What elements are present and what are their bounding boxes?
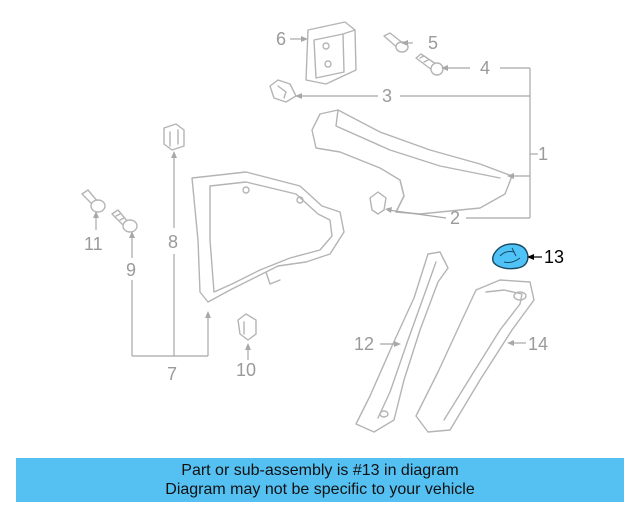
banner-line-2: Diagram may not be specific to your vehi…: [165, 481, 475, 498]
callout-2: 2: [450, 208, 460, 228]
banner-line-1: Part or sub-assembly is #13 in diagram: [181, 462, 459, 479]
callout-14: 14: [528, 334, 548, 354]
part-2-clip: [369, 191, 387, 215]
part-1-trim-panel: [311, 109, 513, 215]
part-10-clip: [237, 313, 257, 341]
callout-9: 9: [126, 260, 136, 280]
part-8-nut-clip: [163, 123, 185, 151]
parts-diagram: 6 5 4 3 1 2 8 11 9 7 10 12 14 13: [81, 21, 564, 433]
callout-4: 4: [480, 58, 490, 78]
callout-labels: 6 5 4 3 1 2 8 11 9 7 10 12 14 13: [84, 29, 564, 384]
callout-6: 6: [276, 29, 286, 49]
part-9-bolt: [111, 209, 138, 233]
callout-3: 3: [382, 86, 392, 106]
part-7-quarter-trim: [191, 171, 345, 303]
part-6-bracket: [305, 21, 357, 85]
callout-12: 12: [354, 334, 374, 354]
callout-1: 1: [538, 144, 548, 164]
info-banner: Part or sub-assembly is #13 in diagram D…: [16, 458, 624, 502]
callout-8: 8: [168, 232, 178, 252]
callout-7: 7: [167, 364, 177, 384]
part-3-clip: [269, 79, 297, 103]
callout-10: 10: [236, 360, 256, 380]
part-13-highlighted: [491, 243, 529, 270]
callout-11: 11: [84, 234, 103, 254]
part-4-screw: [415, 53, 444, 76]
callout-5: 5: [428, 33, 438, 53]
leader-lines: [93, 36, 542, 360]
part-12-pillar-trim: [355, 251, 449, 433]
callout-13: 13: [544, 247, 564, 267]
part-14-pillar-trim: [415, 279, 535, 433]
part-11-bolt: [81, 189, 106, 213]
